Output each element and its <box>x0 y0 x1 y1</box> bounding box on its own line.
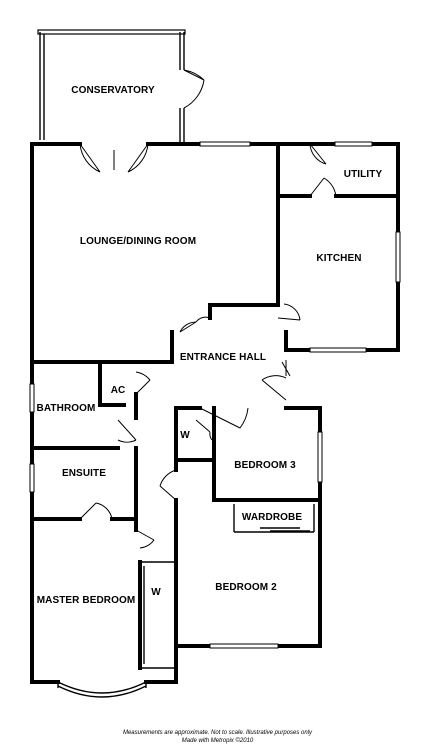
label-lounge-dining-room: LOUNGE/DINING ROOM <box>80 236 196 247</box>
internal-walls <box>30 142 400 670</box>
label-w-master: W <box>151 587 161 598</box>
doors <box>79 143 337 549</box>
label-w-bedroom3: W <box>180 430 190 441</box>
label-entrance-hall: ENTRANCE HALL <box>180 352 266 363</box>
label-kitchen: KITCHEN <box>316 253 361 264</box>
outer-walls <box>30 142 400 684</box>
label-utility: UTILITY <box>344 169 383 180</box>
label-master-bedroom: MASTER BEDROOM <box>37 595 136 606</box>
lounge-windows <box>29 141 401 649</box>
label-wardrobe: WARDROBE <box>242 512 302 523</box>
footer-disclaimer: Measurements are approximate. Not to sca… <box>122 730 313 736</box>
label-ac: AC <box>111 385 125 396</box>
conservatory-structure <box>37 29 205 142</box>
footer-credit: Made with Metropix ©2010 <box>181 738 254 744</box>
bay-window <box>57 680 147 698</box>
label-bathroom: BATHROOM <box>37 403 96 414</box>
label-bedroom-2: BEDROOM 2 <box>215 582 277 593</box>
label-conservatory: CONSERVATORY <box>71 85 155 96</box>
label-ensuite: ENSUITE <box>62 468 106 479</box>
lounge-french-doors <box>79 143 149 173</box>
label-bedroom-3: BEDROOM 3 <box>234 460 296 471</box>
